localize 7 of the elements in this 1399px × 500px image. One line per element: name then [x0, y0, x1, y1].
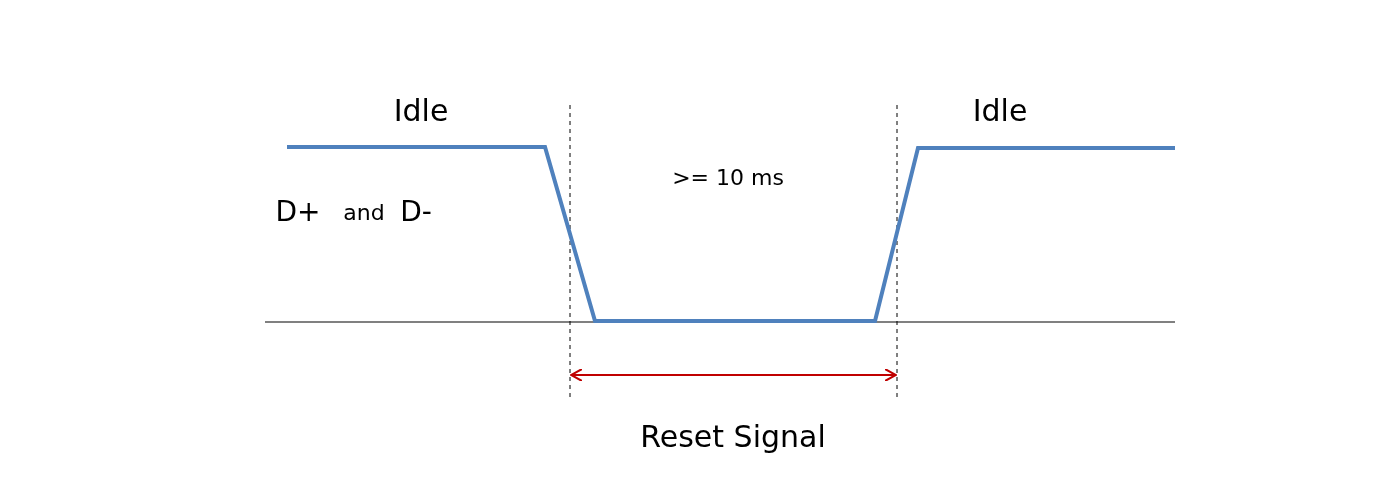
signal-name: D+: [275, 198, 321, 226]
state-label: Idle: [393, 96, 449, 126]
duration-label: >= 10 ms: [672, 167, 784, 189]
state-label: Idle: [972, 96, 1028, 126]
conjunction-text: and: [343, 202, 385, 224]
signal-name: D-: [400, 198, 432, 226]
signal-caption: Reset Signal: [640, 422, 826, 452]
